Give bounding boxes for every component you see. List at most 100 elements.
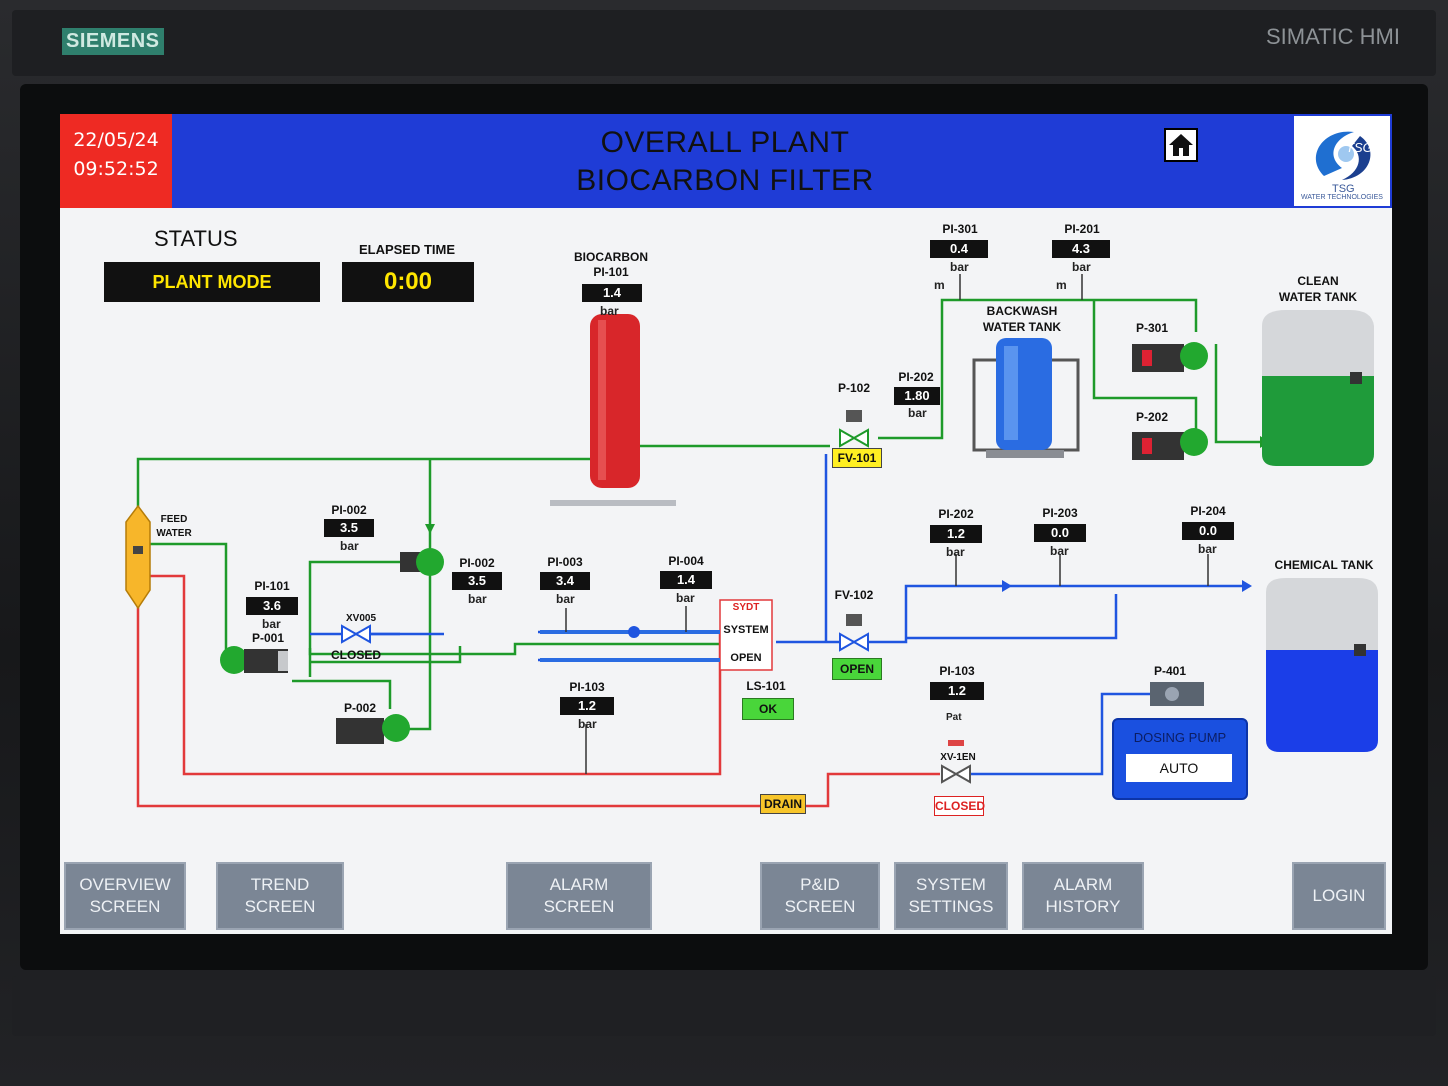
pi301-label: PI-301 [942, 222, 978, 236]
flow-arrows-blue [1002, 580, 1252, 592]
gauge-stems [565, 274, 1209, 774]
pi101-unit: bar [262, 617, 281, 631]
pi202-top-value: 1.80 [894, 387, 940, 405]
feed-water-label-1: FEED [160, 514, 188, 525]
pump-top-left [400, 548, 444, 576]
pi301-unit: bar [950, 260, 969, 274]
m-label-1: m [934, 278, 945, 292]
biocarbon-label: BIOCARBON [574, 250, 648, 264]
blue-pipes [310, 454, 1250, 776]
chemical-tank-label: CHEMICAL TANK [1274, 558, 1374, 572]
biocarbon-pi101-label: PI-101 [593, 265, 629, 279]
logo-subtitle: WATER TECHNOLOGIES [1301, 194, 1383, 201]
company-logo: TSG TSG WATER TECHNOLOGIES [1294, 116, 1390, 206]
dosing-pump-title: DOSING PUMP [1133, 730, 1227, 745]
backwash-label-1: BACKWASH [986, 304, 1058, 318]
pi202-b-unit: bar [946, 545, 965, 559]
plant-mode-display: PLANT MODE [104, 262, 320, 302]
fv102-state[interactable]: OPEN [832, 658, 882, 680]
bezel-top [12, 10, 1436, 76]
xv005-state: CLOSED [330, 648, 381, 662]
pi002-a-label: PI-002 [331, 503, 367, 517]
red-pipes [136, 574, 940, 808]
pi101-value: 3.6 [246, 597, 298, 615]
pi103-a-label: PI-103 [569, 680, 605, 694]
process-diagram [125, 274, 1378, 808]
time-display: 09:52:52 [73, 158, 159, 180]
membrane-open-label: OPEN [730, 652, 762, 664]
pump-p301 [1132, 342, 1208, 372]
status-title: STATUS [154, 226, 238, 251]
logo-text-small: TSG [1332, 183, 1355, 194]
pi002-a-value: 3.5 [324, 519, 374, 537]
valve-fv102 [839, 614, 869, 652]
membrane-unit [540, 599, 773, 671]
pi103-b-value: 1.2 [930, 682, 984, 700]
date-display: 22/05/24 [73, 129, 159, 151]
pi002-a-unit: bar [340, 539, 359, 553]
siemens-logo: SIEMENS [62, 28, 164, 55]
pi201-label: PI-201 [1064, 222, 1100, 236]
system-top-label: SYDT [732, 602, 760, 613]
system-label: SYSTEM [723, 624, 769, 636]
pi002-b-unit: bar [468, 592, 487, 606]
dosing-pump-mode: AUTO [1126, 754, 1232, 782]
p301-label: P-301 [1135, 321, 1169, 335]
pi204-label: PI-204 [1190, 504, 1226, 518]
xv-right-state[interactable]: CLOSED [934, 796, 985, 816]
title-line-1: OVERALL PLANT [600, 126, 850, 159]
chemical-tank [1266, 578, 1378, 752]
simatic-label: SIMATIC HMI [1265, 24, 1400, 49]
xv-right-label: XV-1EN [940, 752, 976, 763]
pat-label: Pat [946, 712, 962, 723]
pi003-label: PI-003 [547, 555, 583, 569]
fv102-label: FV-102 [834, 588, 874, 602]
pi004-value: 1.4 [660, 571, 712, 589]
header-bar: 22/05/24 09:52:52 OVERALL PLANT BIOCARBO… [60, 114, 1392, 208]
pi203-label: PI-203 [1042, 506, 1078, 520]
login-button[interactable]: LOGIN [1292, 862, 1386, 930]
pi202-top-unit: bar [908, 406, 927, 420]
pi202-b-value: 1.2 [930, 525, 982, 543]
feed-water-inlet [125, 504, 151, 610]
title-line-2: BIOCARBON FILTER [576, 164, 874, 197]
green-pipes [136, 298, 1260, 731]
p401-label: P-401 [1153, 664, 1187, 678]
drain-tag[interactable]: DRAIN [760, 794, 806, 814]
home-button[interactable] [1164, 128, 1198, 162]
pi004-label: PI-004 [668, 554, 704, 568]
valve-xv-right [941, 740, 971, 784]
tsg-swirl-icon: TSG TSG [1315, 131, 1373, 195]
hmi-screen: 22/05/24 09:52:52 OVERALL PLANT BIOCARBO… [60, 114, 1392, 934]
pi002-b-label: PI-002 [459, 556, 495, 570]
backwash-label-2: WATER TANK [982, 320, 1062, 334]
fv101-tag[interactable]: FV-101 [832, 448, 882, 468]
ls101-label: LS-101 [746, 679, 786, 693]
pi103-a-unit: bar [578, 717, 597, 731]
pi201-value: 4.3 [1052, 240, 1110, 258]
pi101-label: PI-101 [254, 579, 290, 593]
clean-tank-label-2: WATER TANK [1278, 290, 1358, 304]
pump-p001 [220, 646, 288, 674]
home-icon [1169, 134, 1193, 156]
pi301-value: 0.4 [930, 240, 988, 258]
logo-text: TSG [1346, 140, 1373, 155]
feed-water-label-2: WATER [156, 528, 192, 539]
pi203-unit: bar [1050, 544, 1069, 558]
biocarbon-filter-vessel [550, 314, 676, 506]
p202-label: P-202 [1135, 410, 1169, 424]
p102-label: P-102 [837, 381, 871, 395]
elapsed-time-value: 0:00 [342, 262, 474, 302]
datetime-box: 22/05/24 09:52:52 [60, 114, 172, 208]
pi003-unit: bar [556, 592, 575, 606]
page-title: OVERALL PLANT BIOCARBON FILTER [360, 124, 1090, 200]
dosing-pump-panel[interactable]: DOSING PUMP AUTO [1112, 718, 1248, 800]
xv005-label: XV005 [345, 613, 377, 624]
ls101-state: OK [742, 698, 794, 720]
